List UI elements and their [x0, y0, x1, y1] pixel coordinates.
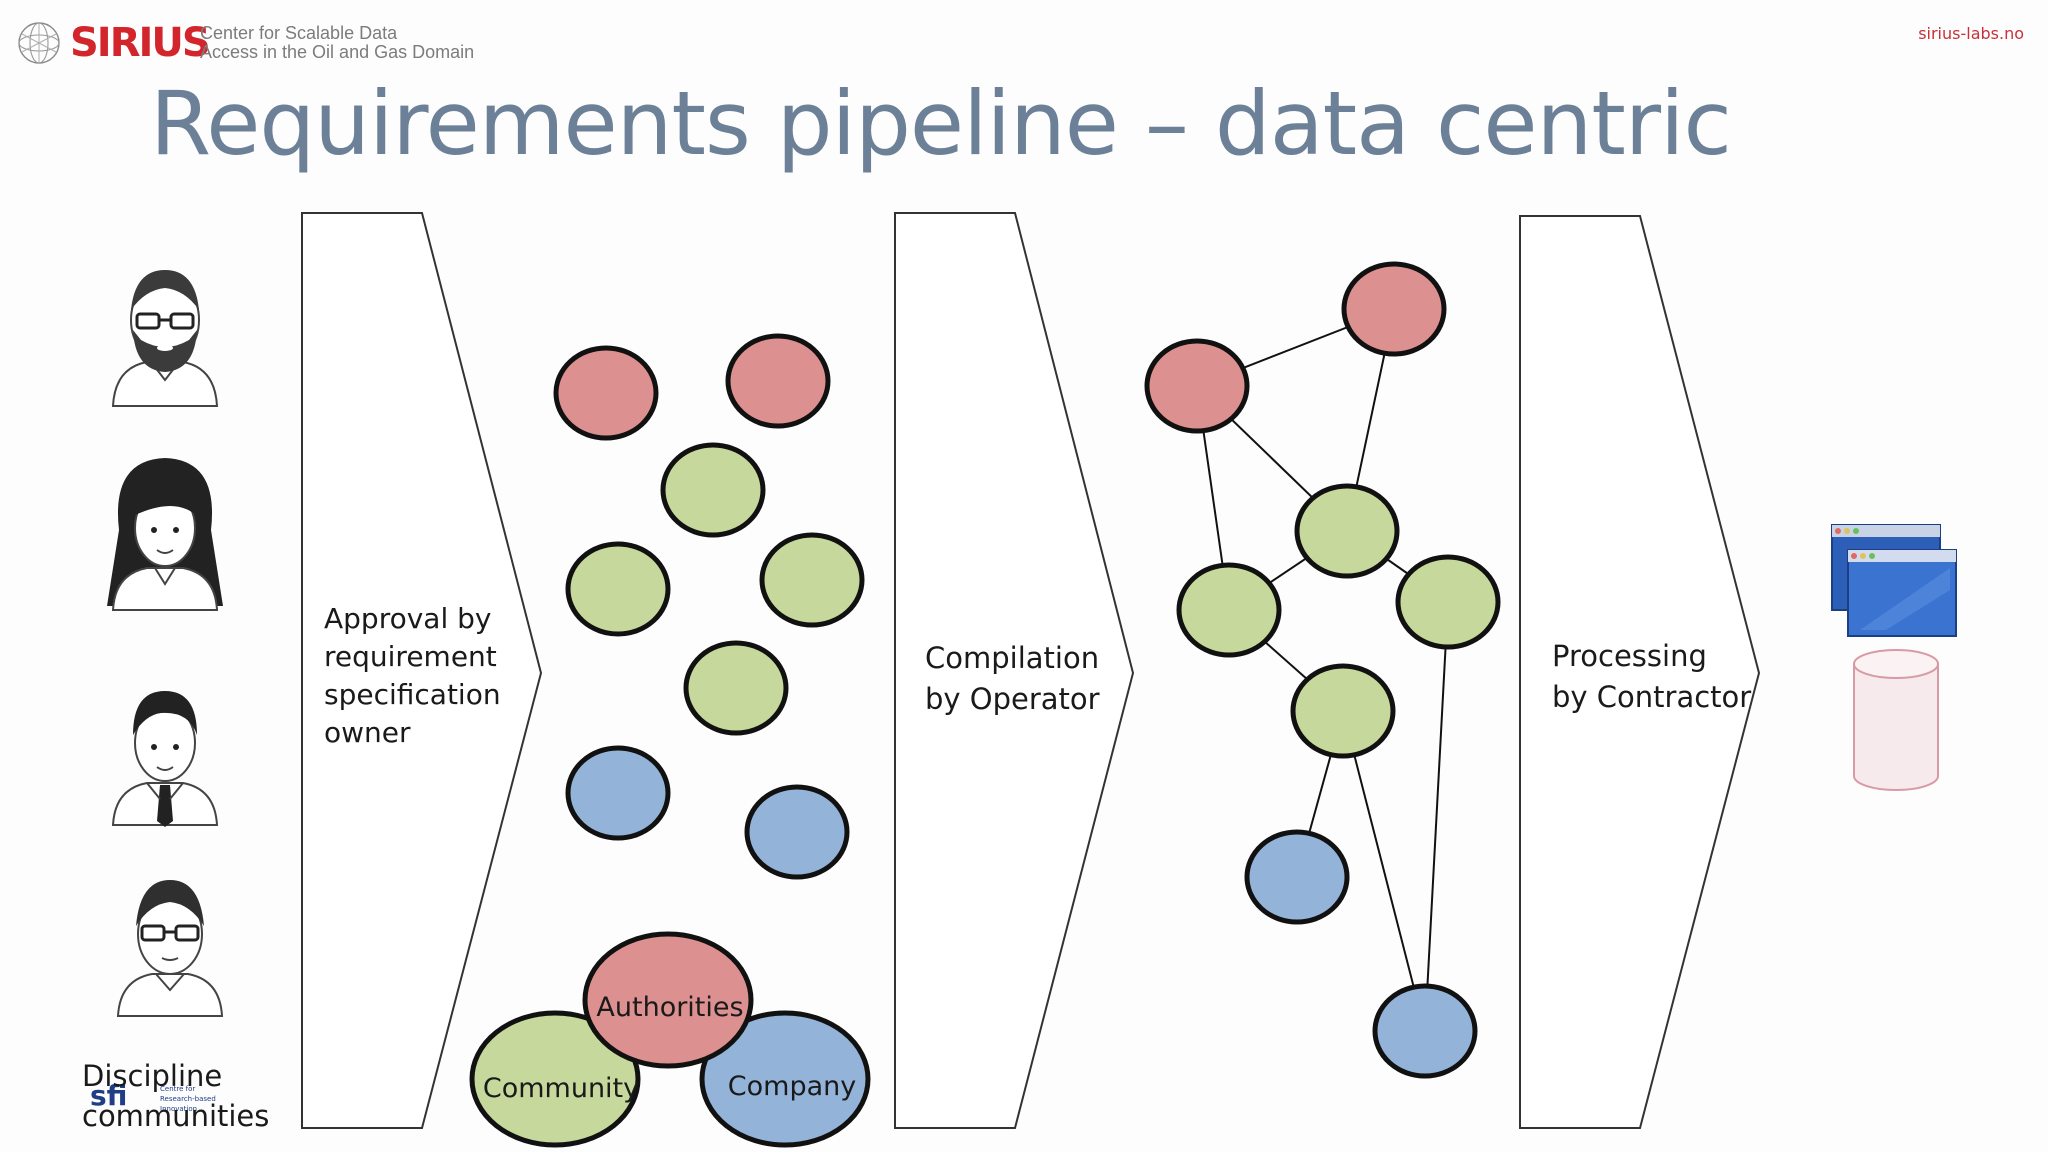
man-glasses-icon: [116, 880, 224, 1017]
website-link[interactable]: sirius-labs.no: [1918, 24, 2024, 43]
graph-node: [1372, 983, 1478, 1079]
sirius-globe-logo-icon: [18, 22, 60, 64]
approval-line2: requirement: [324, 640, 497, 673]
approval-line1: Approval by: [324, 602, 491, 635]
venn-authorities-label: Authorities: [596, 992, 743, 1023]
compilation-line1: Compilation: [925, 641, 1099, 675]
svg-text:Approval by requirement: Approval by requirement specification ow…: [324, 602, 510, 749]
loose-node: [565, 541, 671, 637]
chevron-compilation: [894, 212, 1135, 1129]
chevron-approval: [301, 212, 543, 1129]
loose-node: [683, 640, 789, 736]
man-tie-icon: [111, 691, 219, 827]
slide-title: Requirements pipeline – data centric: [150, 72, 1732, 175]
processing-line2: by Contractor: [1552, 680, 1751, 714]
graph-nodes: [1144, 261, 1501, 1079]
graph-node: [1290, 663, 1396, 759]
graph-node: [1341, 261, 1447, 357]
woman-icon: [107, 458, 223, 611]
processing-line1: Processing: [1552, 639, 1707, 673]
application-windows-icon: [1831, 524, 1957, 637]
sfi-logo: sfi Centre for Research-based Innovation: [90, 1079, 216, 1113]
venn-authorities-circle: [582, 931, 754, 1069]
loose-node: [553, 345, 659, 441]
sirius-brand: SIRIUS: [70, 20, 211, 66]
brand-subtitle-line1: Center for Scalable Data: [200, 23, 398, 43]
graph-node: [1244, 829, 1350, 925]
sfi-logo-small-3: Innovation: [160, 1105, 197, 1113]
stakeholder-caption-line1: Discipline: [82, 1059, 222, 1093]
approval-line3: specification: [324, 678, 501, 711]
graph-node: [1144, 338, 1250, 434]
approval-line4: owner: [324, 716, 411, 749]
svg-text:Compilation by Operator: Compilation by Operator: [925, 641, 1108, 716]
stakeholder-caption-line2: communities: [82, 1099, 269, 1133]
brand-subtitle-line2: Access in the Oil and Gas Domain: [200, 42, 475, 62]
venn-community-circle: [469, 1010, 641, 1148]
compilation-line2: by Operator: [925, 682, 1100, 716]
loose-requirements: [553, 333, 865, 880]
venn-company-label: Company: [728, 1071, 856, 1102]
bearded-man-icon: [111, 270, 219, 407]
venn-diagram: [469, 931, 871, 1148]
svg-text:Processing by Contractor: Processing by Contractor: [1552, 639, 1751, 714]
sfi-logo-small-1: Centre for: [160, 1085, 195, 1093]
venn-community-label: Community: [483, 1073, 639, 1104]
venn-company-circle: [699, 1010, 871, 1148]
graph-node: [1395, 554, 1501, 650]
graph-node: [1176, 562, 1282, 658]
loose-node: [744, 784, 850, 880]
brand-subtitle: Center for Scalable Data Access in the O…: [200, 24, 474, 62]
sfi-logo-small-2: Research-based: [160, 1095, 216, 1103]
graph-node: [1294, 483, 1400, 579]
database-cylinder-icon: [1853, 649, 1939, 791]
loose-node: [725, 333, 831, 429]
loose-node: [660, 442, 766, 538]
sfi-logo-text: sfi: [90, 1079, 127, 1112]
loose-node: [565, 745, 671, 841]
loose-node: [759, 532, 865, 628]
chevron-processing: [1519, 215, 1761, 1129]
